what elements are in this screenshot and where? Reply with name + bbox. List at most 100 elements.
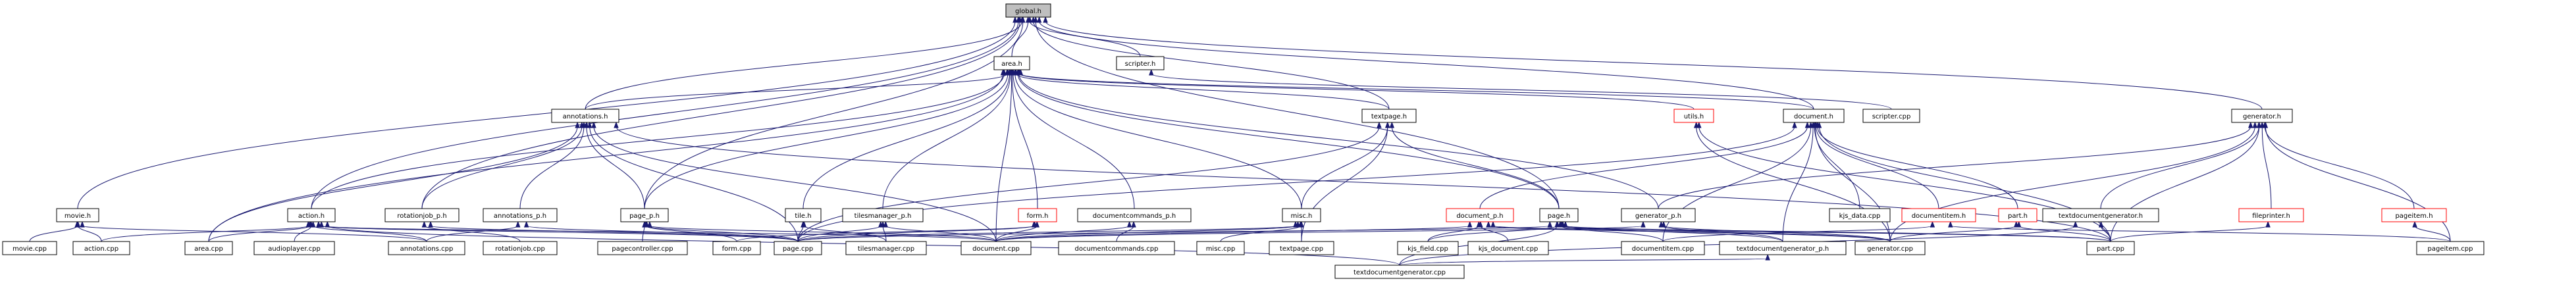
include-edge-kjs_field_cpp-to-page_h [1427,225,1558,242]
node-rotationjob-cpp[interactable]: rotationjob.cpp [483,241,558,255]
node-global-h[interactable]: global.h [1005,3,1051,18]
node-pagecontroller-cpp[interactable]: pagecontroller.cpp [597,241,688,255]
node-misc-cpp[interactable]: misc.cpp [1196,241,1245,255]
arrowhead [1126,220,1132,228]
node-documentcommands-p-h[interactable]: documentcommands_p.h [1077,208,1192,222]
arrowhead [643,220,648,228]
node-label: form.cpp [722,245,752,253]
node-label: kjs_document.cpp [1479,245,1538,253]
arrowhead [801,220,807,228]
node-annotations-h[interactable]: annotations.h [551,109,619,123]
edge-layer [29,16,2451,266]
node-label: misc.cpp [1206,245,1236,253]
include-edge-scripter_h-to-global_h [1029,20,1141,57]
node-movie-cpp[interactable]: movie.cpp [2,241,57,255]
node-tilesmanager-cpp[interactable]: tilesmanager.cpp [845,241,927,255]
node-tilesmanager-p-h[interactable]: tilesmanager_p.h [842,208,924,222]
node-label: page_p.h [629,213,660,220]
node-textdocumentgenerator-p-h[interactable]: textdocumentgenerator_p.h [1719,241,1847,255]
node-label: pageitem.cpp [2428,245,2473,253]
include-edge-annotations_p_h-to-annotations_h [519,126,585,209]
node-tile-h[interactable]: tile.h [785,208,822,222]
node-documentcommands-cpp[interactable]: documentcommands.cpp [1058,241,1175,255]
node-pageitem-cpp[interactable]: pageitem.cpp [2416,241,2484,255]
arrowhead [1693,121,1699,128]
arrowhead [1930,220,1935,228]
node-label: audioplayer.cpp [268,245,321,253]
node-fileprinter-h[interactable]: fileprinter.h [2238,208,2304,222]
arrowhead [1804,121,1810,128]
node-layer: global.h area.h scripter.h movie.h annot… [2,3,2484,279]
node-document-h[interactable]: document.h [1783,109,1845,123]
arrowhead [75,220,81,228]
node-pageitem-h[interactable]: pageitem.h [2381,208,2447,222]
node-movie-h[interactable]: movie.h [56,208,99,222]
include-edge-pageitem_h-to-generator_h [2264,126,2415,209]
node-audioplayer-cpp[interactable]: audioplayer.cpp [253,241,335,255]
node-misc-h[interactable]: misc.h [1282,208,1321,222]
node-annotations-p-h[interactable]: annotations_p.h [483,208,558,222]
node-generator-cpp[interactable]: generator.cpp [1854,241,1926,255]
node-part-h[interactable]: part.h [1998,208,2037,222]
node-utils-h[interactable]: utils.h [1673,109,1714,123]
node-documentitem-cpp[interactable]: documentitem.cpp [1621,241,1705,255]
node-page-p-h[interactable]: page_p.h [620,208,669,222]
node-label: scripter.h [1125,61,1156,68]
include-edge-textdocumentgenerator_cpp-to-textdocumentgenerator_p_h [1399,258,1768,266]
node-part-cpp[interactable]: part.cpp [2086,241,2135,255]
node-form-h[interactable]: form.h [1018,208,1057,222]
node-textdocumentgenerator-cpp[interactable]: textdocumentgenerator.cpp [1334,265,1465,279]
include-edge-tilesmanager_cpp-to-tile_h [803,225,887,242]
node-page-h[interactable]: page.h [1539,208,1579,222]
include-edge-generator_h-to-global_h [1045,20,2263,110]
node-textpage-h[interactable]: textpage.h [1361,109,1417,123]
include-edge-part_h-to-document_h [1817,126,2018,209]
node-label: kjs_data.cpp [1839,213,1881,220]
node-document-p-h[interactable]: document_p.h [1446,208,1514,222]
node-kjs-field-cpp[interactable]: kjs_field.cpp [1397,241,1459,255]
node-document-cpp[interactable]: document.cpp [960,241,1032,255]
node-page-cpp[interactable]: page.cpp [774,241,822,255]
node-label: scripter.cpp [1872,113,1911,120]
arrowhead [310,220,316,228]
node-scripter-cpp[interactable]: scripter.cpp [1862,109,1920,123]
node-label: misc.h [1291,213,1313,220]
include-edge-annotations_cpp-to-movie_h [82,225,427,242]
arrowhead [1563,220,1568,228]
arrowhead [1948,220,1953,228]
node-textpage-cpp[interactable]: textpage.cpp [1269,241,1334,255]
node-kjs-document-cpp[interactable]: kjs_document.cpp [1467,241,1549,255]
node-action-h[interactable]: action.h [287,208,336,222]
node-documentitem-h[interactable]: documentitem.h [1901,208,1976,222]
include-edge-document_p_h-to-document_h [1479,126,1808,209]
arrowhead [1658,220,1664,228]
include-edge-generator_cpp-to-generator_h [1889,126,2255,242]
node-scripter-h[interactable]: scripter.h [1116,56,1165,70]
node-label: generator.h [2243,113,2281,120]
include-edge-textdocumentgenerator_h-to-generator_h [2100,126,2259,209]
node-form-cpp[interactable]: form.cpp [712,241,761,255]
include-edge-part_cpp-to-fileprinter_h [2110,225,2269,242]
include-edge-documentitem_cpp-to-documentitem_h [1662,225,1933,242]
arrowhead [587,121,592,128]
node-textdocumentgenerator-h[interactable]: textdocumentgenerator.h [2042,208,2159,222]
arrowhead [1467,220,1473,228]
include-edge-document_cpp-to-document_p_h [995,225,1471,242]
node-rotationjob-p-h[interactable]: rotationjob_p.h [384,208,460,222]
node-area-cpp[interactable]: area.cpp [184,241,233,255]
node-label: generator.cpp [1867,245,1913,253]
include-edge-page_p_h-to-global_h [644,20,1024,209]
node-generator-h[interactable]: generator.h [2231,109,2293,123]
arrowhead [325,220,330,228]
node-area-h[interactable]: area.h [993,56,1030,70]
include-edge-textpage_h-to-global_h [1033,20,1390,110]
node-action-cpp[interactable]: action.cpp [72,241,130,255]
node-annotations-cpp[interactable]: annotations.cpp [388,241,465,255]
include-edge-document_cpp-to-tilesmanager_p_h [885,225,997,242]
node-kjs-data-cpp[interactable]: kjs_data.cpp [1829,208,1891,222]
arrowhead [1012,68,1018,76]
node-generator-p-h[interactable]: generator_p.h [1621,208,1696,222]
include-edge-page_cpp-to-rotationjob_p_h [430,225,799,242]
node-label: tile.h [795,213,811,220]
include-edge-textdocumentgenerator_p_h-to-page_h [1561,225,1783,242]
